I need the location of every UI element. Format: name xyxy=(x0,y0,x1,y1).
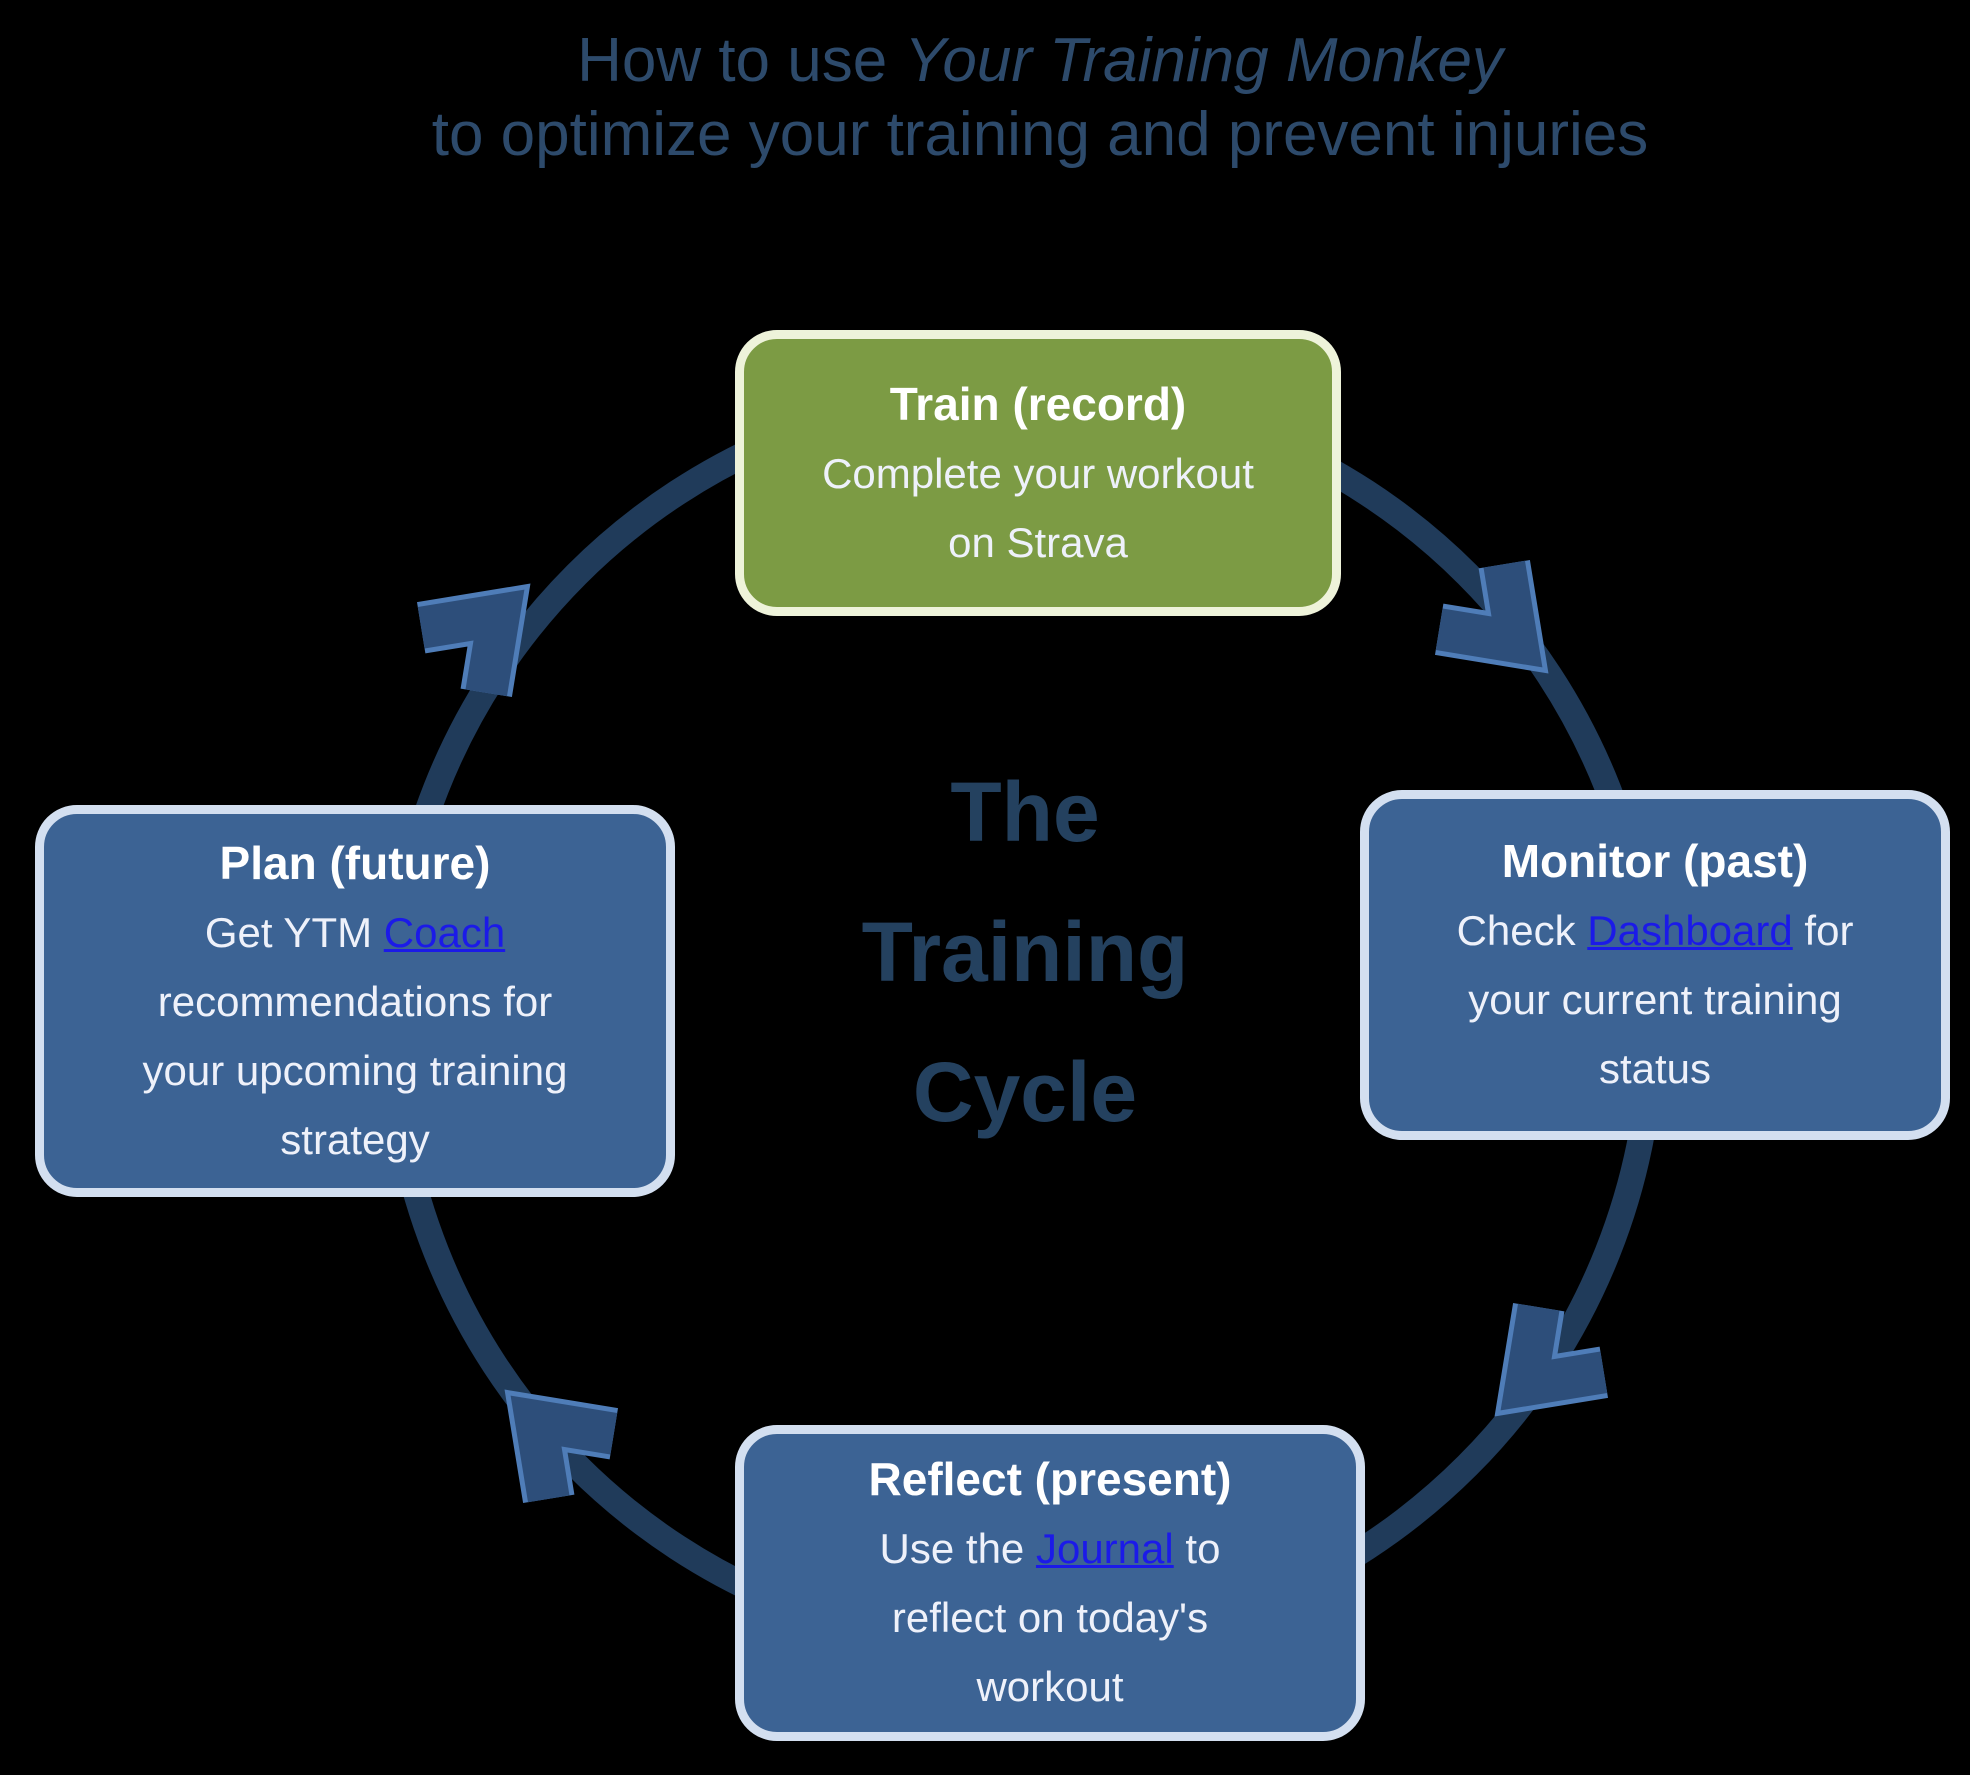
node-train: Train (record) Complete your workout on … xyxy=(735,330,1341,616)
node-reflect: Reflect (present) Use the Journal to ref… xyxy=(735,1425,1365,1741)
page-title-line2: to optimize your training and prevent in… xyxy=(431,100,1649,169)
page-title-prefix: How to use xyxy=(577,26,905,95)
cycle-arrowhead-bottom-left-icon xyxy=(504,1389,619,1504)
node-train-title: Train (record) xyxy=(889,377,1187,430)
node-plan: Plan (future) Get YTM Coach recommendati… xyxy=(35,805,675,1197)
center-line-1: The xyxy=(950,765,1100,859)
node-plan-body-4: strategy xyxy=(280,1115,430,1163)
node-reflect-body-3: workout xyxy=(976,1663,1124,1710)
monitor-body-post: for xyxy=(1792,907,1854,954)
node-reflect-body-2: reflect on today's xyxy=(891,1594,1209,1641)
app-name: Your Training Monkey xyxy=(904,26,1503,95)
reflect-body-post: to xyxy=(1173,1525,1221,1572)
cycle-arrowhead-bottom-right-icon xyxy=(1494,1302,1609,1417)
node-monitor: Monitor (past) Check Dashboard for your … xyxy=(1360,790,1950,1140)
cycle-center-label: The Training Cycle xyxy=(0,742,1970,1162)
center-line-2: Training xyxy=(861,905,1189,999)
plan-body-pre: Get YTM xyxy=(204,908,384,956)
coach-link[interactable]: Coach xyxy=(383,908,506,956)
page-title-line1: How to use Your Training Monkey xyxy=(110,24,1970,98)
node-monitor-body-3: status xyxy=(1598,1045,1712,1092)
node-train-body-2: on Strava xyxy=(948,518,1128,566)
journal-link[interactable]: Journal xyxy=(1035,1525,1174,1572)
node-monitor-body-2: your current training xyxy=(1468,976,1842,1023)
node-reflect-body-1: Use the Journal to xyxy=(744,1514,1356,1583)
node-plan-body-1: Get YTM Coach xyxy=(44,898,666,967)
center-line-3: Cycle xyxy=(912,1045,1138,1139)
node-plan-body-2: recommendations for xyxy=(157,977,553,1025)
node-monitor-body-1: Check Dashboard for xyxy=(1369,896,1941,965)
dashboard-link[interactable]: Dashboard xyxy=(1587,907,1793,954)
node-plan-title: Plan (future) xyxy=(219,836,491,889)
cycle-arrowhead-top-left-icon xyxy=(416,583,531,698)
node-monitor-title: Monitor (past) xyxy=(1501,835,1809,887)
monitor-body-pre: Check xyxy=(1456,907,1588,954)
node-train-body-1: Complete your workout xyxy=(822,449,1254,497)
node-plan-body-3: your upcoming training xyxy=(142,1046,568,1094)
node-reflect-title: Reflect (present) xyxy=(868,1453,1232,1505)
page-title: How to use Your Training Monkey to optim… xyxy=(0,24,1970,172)
reflect-body-pre: Use the xyxy=(879,1525,1036,1572)
cycle-arrowhead-top-right-icon xyxy=(1434,559,1549,674)
